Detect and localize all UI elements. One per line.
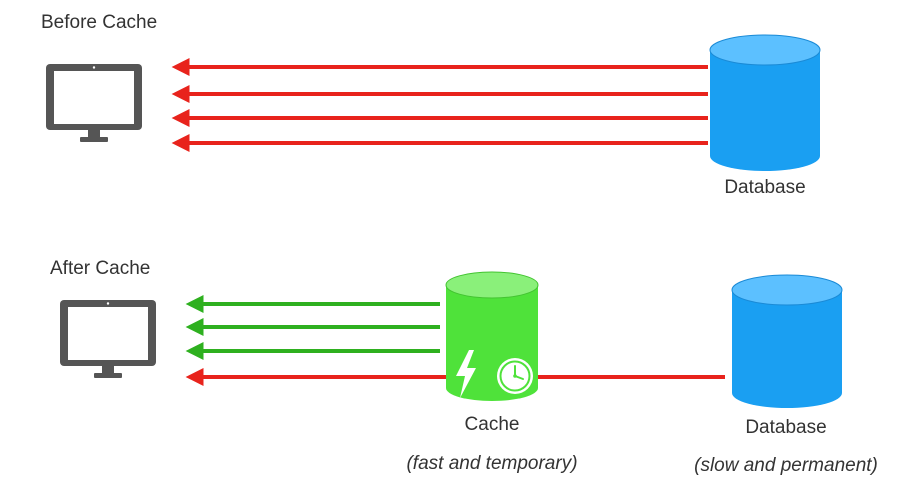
after-database-label: Database (745, 417, 827, 438)
cache-label: Cache (464, 414, 520, 435)
before-monitor-icon (46, 64, 142, 142)
before-database-label: Database (724, 177, 806, 198)
after-cache-heading: After Cache (50, 258, 151, 279)
cache-note: (fast and temporary) (406, 453, 578, 474)
database-note: (slow and permanent) (694, 455, 878, 476)
before-cache-heading: Before Cache (41, 12, 158, 33)
after-database-cylinder-icon (731, 274, 843, 408)
before-arrows (171, 58, 708, 152)
clock-icon (497, 358, 533, 394)
before-database-cylinder-icon (709, 34, 821, 171)
cache-cylinder-icon (445, 271, 539, 401)
cache-arrows (185, 295, 440, 360)
after-monitor-icon (60, 300, 156, 378)
lightning-icon (456, 350, 476, 398)
